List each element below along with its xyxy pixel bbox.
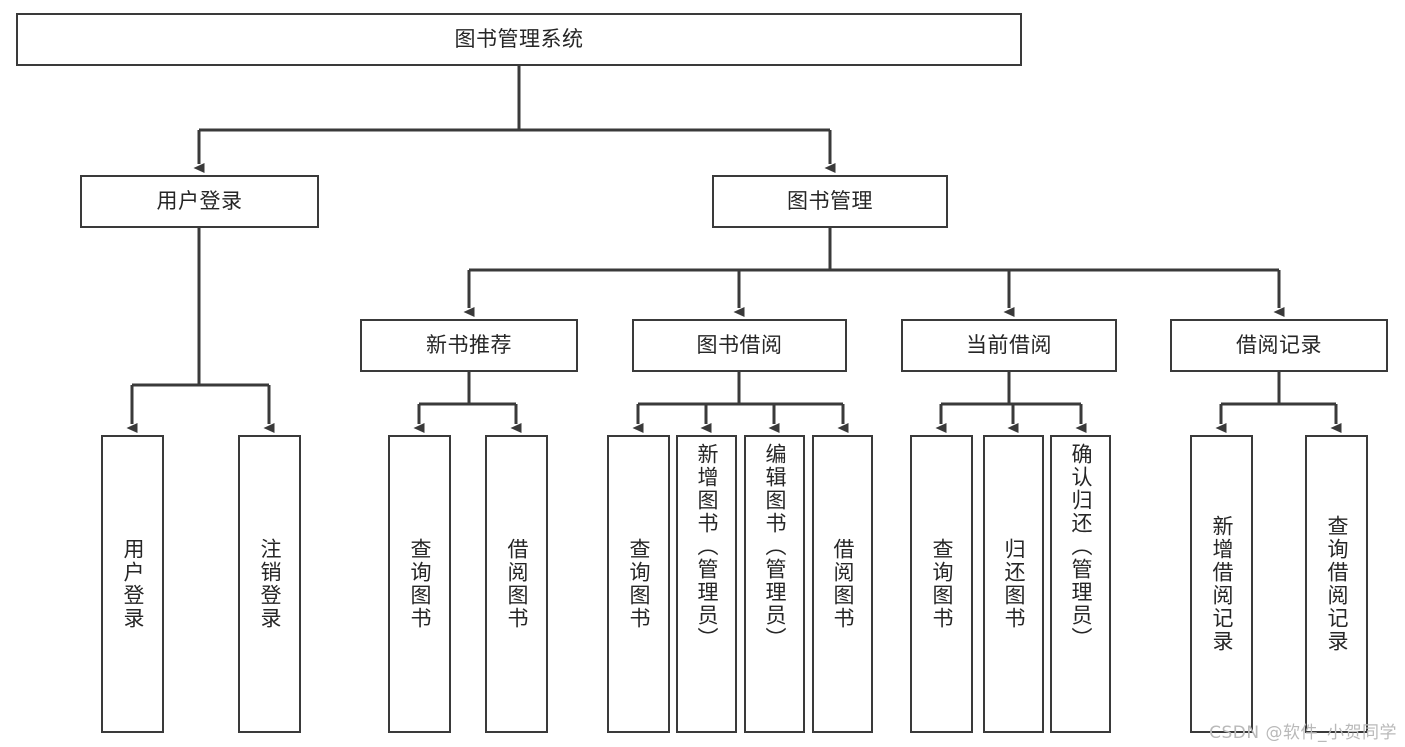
node-leaf-add-book-label: 新增图书（管理员）	[695, 443, 719, 650]
node-leaf-add-record[interactable]: 新增借阅记录	[1190, 435, 1253, 733]
node-book-borrow[interactable]: 图书借阅	[632, 319, 847, 372]
node-current-borrow[interactable]: 当前借阅	[901, 319, 1117, 372]
node-leaf-confirm-return-label: 确认归还（管理员）	[1069, 443, 1093, 650]
node-leaf-return-book-label: 归还图书	[1002, 538, 1026, 630]
node-leaf-borrow-book-2-label: 借阅图书	[831, 538, 855, 630]
node-leaf-query-book-3-label: 查询图书	[930, 538, 954, 630]
node-leaf-logout-label: 注销登录	[258, 538, 282, 630]
node-new-book-recommend-label: 新书推荐	[426, 333, 512, 358]
node-leaf-edit-book[interactable]: 编辑图书（管理员）	[744, 435, 805, 733]
node-leaf-confirm-return[interactable]: 确认归还（管理员）	[1050, 435, 1111, 733]
node-leaf-query-book-1[interactable]: 查询图书	[388, 435, 451, 733]
node-leaf-user-login-label: 用户登录	[121, 538, 145, 630]
node-borrow-record-label: 借阅记录	[1236, 333, 1322, 358]
node-leaf-add-record-label: 新增借阅记录	[1210, 515, 1234, 653]
node-leaf-add-book[interactable]: 新增图书（管理员）	[676, 435, 737, 733]
node-root[interactable]: 图书管理系统	[16, 13, 1022, 66]
node-leaf-borrow-book-1-label: 借阅图书	[505, 538, 529, 630]
node-borrow-record[interactable]: 借阅记录	[1170, 319, 1388, 372]
node-leaf-borrow-book-2[interactable]: 借阅图书	[812, 435, 873, 733]
node-new-book-recommend[interactable]: 新书推荐	[360, 319, 578, 372]
node-leaf-user-login[interactable]: 用户登录	[101, 435, 164, 733]
node-leaf-return-book[interactable]: 归还图书	[983, 435, 1044, 733]
node-book-manage-label: 图书管理	[787, 189, 873, 214]
node-user-login[interactable]: 用户登录	[80, 175, 319, 228]
node-book-manage[interactable]: 图书管理	[712, 175, 948, 228]
node-current-borrow-label: 当前借阅	[966, 333, 1052, 358]
node-leaf-edit-book-label: 编辑图书（管理员）	[763, 443, 787, 650]
node-root-label: 图书管理系统	[454, 27, 584, 52]
node-leaf-query-book-2-label: 查询图书	[627, 538, 651, 630]
node-leaf-logout[interactable]: 注销登录	[238, 435, 301, 733]
node-user-login-label: 用户登录	[156, 189, 243, 214]
node-leaf-query-book-2[interactable]: 查询图书	[607, 435, 670, 733]
node-leaf-query-book-3[interactable]: 查询图书	[910, 435, 973, 733]
node-book-borrow-label: 图书借阅	[696, 333, 783, 358]
node-leaf-query-record-label: 查询借阅记录	[1325, 515, 1349, 653]
node-leaf-borrow-book-1[interactable]: 借阅图书	[485, 435, 548, 733]
node-leaf-query-record[interactable]: 查询借阅记录	[1305, 435, 1368, 733]
watermark-text: CSDN @软件_小贺同学	[1209, 723, 1397, 743]
node-leaf-query-book-1-label: 查询图书	[408, 538, 432, 630]
